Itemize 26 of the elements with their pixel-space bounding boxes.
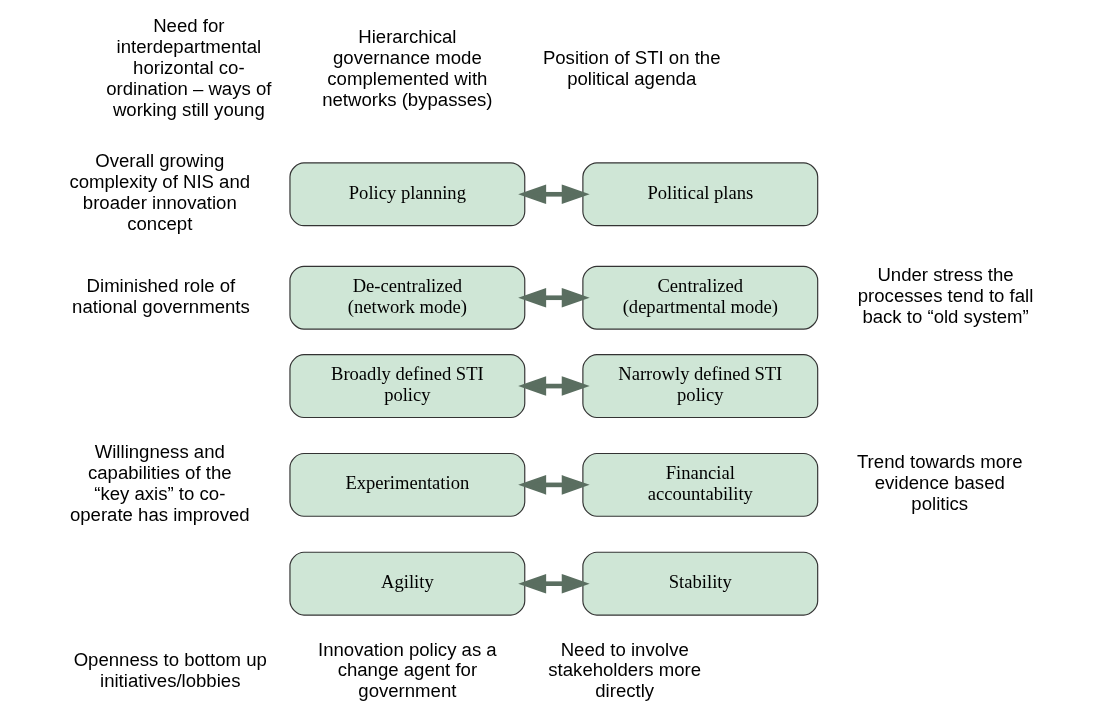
- arrow: [518, 573, 590, 594]
- label: Innovation policy as a change agent for government: [318, 638, 497, 702]
- node-box: Experimentation: [289, 452, 526, 517]
- node-box: Narrowly defined STI policy: [582, 354, 819, 419]
- node-box: Broadly defined STI policy: [289, 354, 526, 419]
- node-box: Stability: [582, 551, 819, 616]
- label: Trend towards more evidence based politics: [856, 451, 1023, 515]
- node-box: Centralized (departmental mode): [582, 265, 819, 330]
- arrow: [518, 475, 590, 495]
- arrow: [518, 184, 590, 205]
- arrow: [518, 287, 590, 308]
- label: Need to involve stakeholders more directly: [548, 638, 702, 702]
- node-box: Financial accountability: [582, 452, 819, 517]
- label: Openness to bottom up initiatives/lobbies: [73, 648, 267, 691]
- arrow: [518, 376, 590, 396]
- node-box: Political plans: [582, 162, 819, 227]
- node-box: Policy planning: [289, 162, 526, 227]
- label: Need for interdepartmental horizontal co-ordination – ways of working still young: [106, 15, 272, 121]
- label: Overall growing complexity of NIS and broader innovation concept: [69, 150, 251, 235]
- label: Under stress the processes tend to fall back to “old system”: [857, 264, 1034, 328]
- label: Willingness and capabilities of the “key axis” to co-operate has improved: [69, 440, 250, 525]
- node-box: Agility: [289, 551, 526, 616]
- label: Hierarchical governance mode complemented with networks (bypasses): [322, 25, 493, 110]
- node-box: De-centralized (network mode): [289, 265, 526, 330]
- label: Diminished role of national governments: [72, 274, 250, 317]
- label: Position of STI on the political agenda: [542, 46, 721, 89]
